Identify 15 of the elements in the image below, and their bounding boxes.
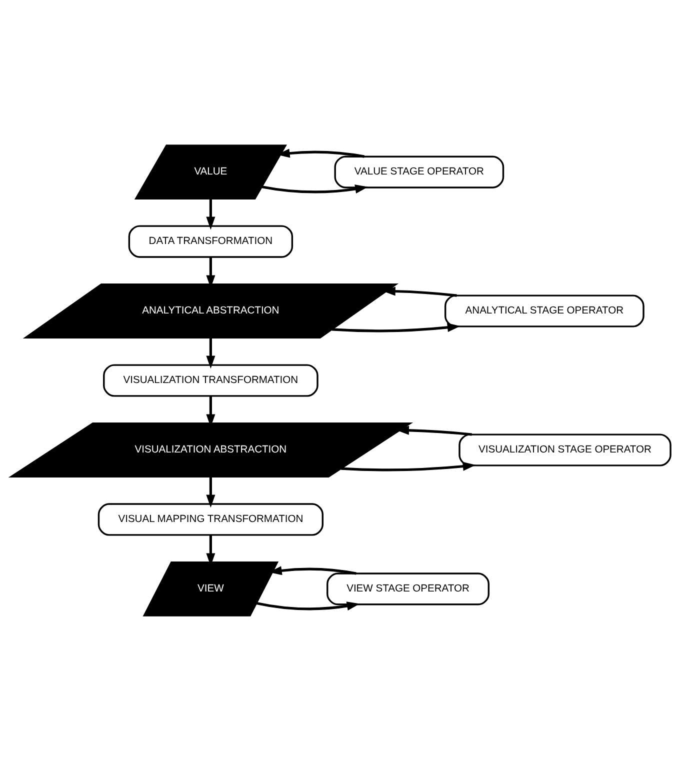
node-box: VISUAL MAPPING TRANSFORMATION	[98, 502, 324, 536]
node-box: VISUALIZATION TRANSFORMATION	[103, 364, 318, 396]
node-box: VIEW STAGE OPERATOR	[326, 572, 490, 605]
node-box: VALUE STAGE OPERATOR	[334, 155, 504, 188]
node-box: DATA TRANSFORMATION	[128, 224, 294, 258]
arrow	[206, 476, 216, 508]
arrow	[262, 184, 368, 193]
arrow	[206, 337, 216, 368]
arrow	[341, 461, 476, 471]
arrow	[256, 601, 360, 610]
node-box: VISUALIZATION STAGE OPERATOR	[458, 433, 672, 466]
arrow	[332, 322, 460, 332]
arrow	[396, 425, 472, 436]
node-box: ANALYTICAL STAGE OPERATOR	[444, 294, 644, 327]
arrow	[206, 198, 216, 230]
